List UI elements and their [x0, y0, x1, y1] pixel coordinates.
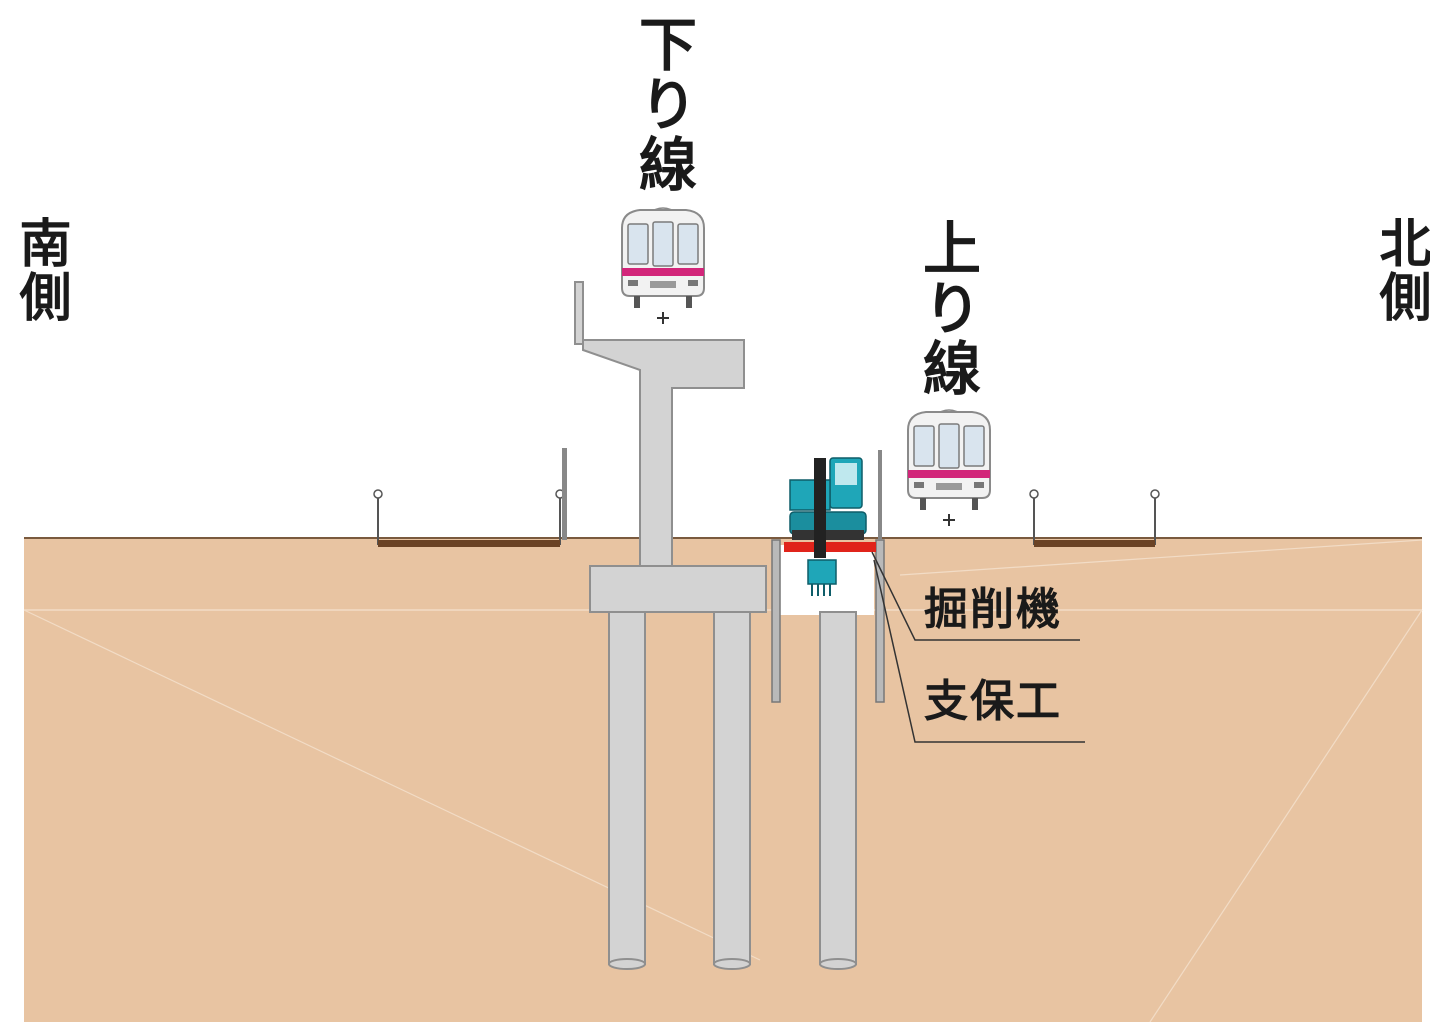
north-track — [1029, 489, 1160, 547]
viaduct-pier — [574, 281, 767, 613]
excavator-icon — [789, 457, 867, 596]
shoring-walls — [771, 450, 885, 703]
north-side-label: 北側 — [1370, 216, 1430, 324]
south-side-label: 南側 — [10, 216, 70, 324]
south-track — [373, 448, 567, 547]
train-front-icon — [621, 207, 705, 325]
train-front-icon — [907, 409, 991, 527]
shoring-label: 支保工 — [924, 676, 1062, 727]
foundation-piles — [608, 611, 857, 970]
shoring-strut — [784, 542, 876, 552]
up-line-label: 上り線 — [913, 218, 981, 398]
excavator-label: 掘削機 — [924, 584, 1062, 635]
down-line-label: 下り線 — [629, 14, 697, 194]
callout-leaders — [871, 551, 1085, 743]
